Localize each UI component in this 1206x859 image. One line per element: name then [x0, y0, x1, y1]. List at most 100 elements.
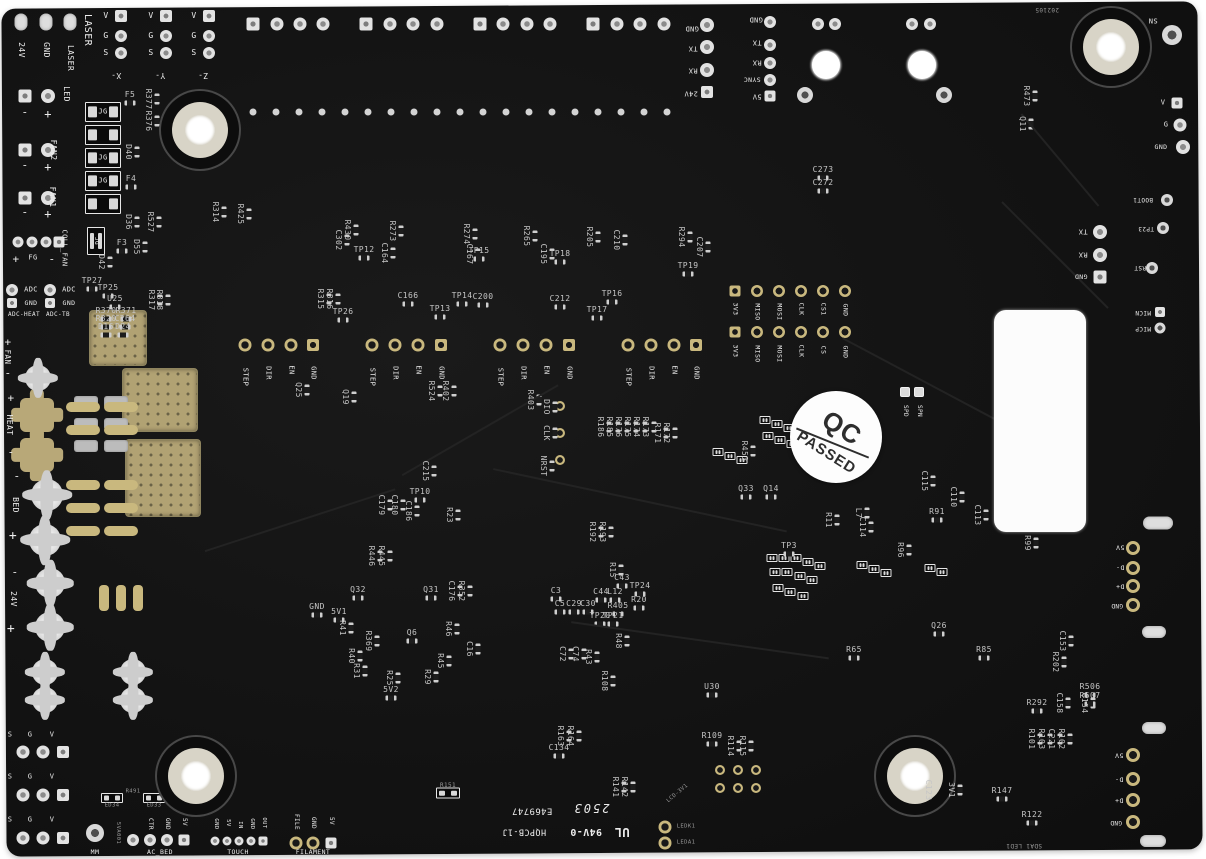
component-refdes: C43: [614, 573, 630, 582]
component-outline: [781, 568, 793, 576]
smd-component: [395, 672, 401, 684]
square-pad: [563, 339, 575, 351]
smd-component: [402, 301, 414, 307]
component-outline: [880, 569, 892, 577]
smd-component: [978, 655, 990, 661]
square-pad: [690, 339, 702, 351]
smd-component: [1031, 708, 1043, 714]
silkscreen-label: GND: [565, 366, 574, 380]
power-terminal-pad: [20, 398, 54, 432]
component-refdes: R41: [338, 620, 347, 636]
through-hole-pad: [1126, 541, 1140, 555]
smd-component: [353, 224, 359, 236]
smd-component: [1033, 537, 1039, 549]
solder-pad: [144, 834, 156, 846]
thermal-pad-array: [89, 310, 147, 366]
smd-component: [451, 385, 457, 397]
component-outline: [802, 558, 814, 566]
silkscreen-label: -: [11, 565, 19, 579]
component-refdes: C273: [812, 165, 834, 174]
silkscreen-label: RX: [752, 58, 762, 67]
solder-pad: [383, 17, 397, 31]
smd-component: [576, 730, 582, 742]
silkscreen-label: GND: [749, 15, 763, 24]
solder-pad: [203, 47, 215, 59]
component-refdes: D55: [132, 239, 141, 255]
component-refdes: Q11: [1018, 116, 1027, 132]
component-refdes: R173: [641, 416, 650, 438]
through-hole-pad: [667, 338, 681, 352]
solder-pad: [700, 18, 714, 32]
square-pad: [359, 17, 373, 31]
square-pad: [729, 326, 741, 338]
silkscreen-label: GND: [1110, 602, 1124, 609]
solder-blob: [32, 687, 58, 713]
solder-pad: [36, 745, 50, 759]
solder-dot: [548, 108, 556, 116]
component-outline: [766, 554, 778, 562]
solder-pad: [764, 57, 776, 69]
test-pad: [1162, 25, 1182, 45]
qc-passed-sticker: QC PASSED: [790, 391, 882, 483]
smd-component: [594, 651, 600, 663]
through-hole-pad: [795, 285, 807, 297]
solder-pad: [764, 16, 776, 28]
smd-component: [304, 384, 310, 396]
silkscreen-label: V: [49, 815, 55, 824]
square-pad: [764, 90, 776, 102]
smd-component: [868, 521, 874, 533]
silkscreen-label: FAN: [2, 349, 12, 365]
through-hole-pad: [261, 338, 275, 352]
smd-component: [607, 621, 619, 627]
smd-component: [817, 175, 829, 181]
smd-component: [834, 514, 840, 526]
component-refdes: R352: [457, 580, 466, 602]
component-refdes: C164: [380, 242, 389, 264]
component-refdes: NRST: [539, 455, 548, 477]
component-refdes: R23: [445, 507, 454, 523]
smd-component: [582, 609, 594, 615]
smd-component: [906, 544, 912, 556]
square-pad: [307, 339, 319, 351]
component-refdes: R294: [677, 226, 686, 248]
silkscreen-label: R151: [439, 782, 457, 789]
through-hole-pad: [644, 338, 658, 352]
square-pad: [246, 17, 260, 31]
smd-component: [1061, 656, 1067, 668]
smd-component: [1084, 701, 1096, 707]
solder-pad: [161, 834, 173, 846]
smd-component: [154, 93, 160, 105]
solder-dot: [387, 108, 395, 116]
component-refdes: R114: [726, 735, 735, 757]
component-refdes: R315: [316, 288, 325, 310]
oval-pad: [1143, 516, 1173, 530]
smd-component: [552, 401, 558, 413]
component-refdes: C179: [377, 494, 386, 516]
component-refdes: Q25: [294, 382, 303, 398]
smd-component: [351, 391, 357, 403]
through-hole-pad: [1126, 561, 1140, 575]
component-refdes: L12: [607, 587, 623, 596]
component-refdes: TP3: [781, 541, 797, 550]
component-outline: [85, 194, 121, 214]
through-hole-pad: [1126, 772, 1140, 786]
component-refdes: C114: [858, 516, 867, 538]
solder-pad: [41, 143, 55, 157]
smd-pad: [915, 388, 923, 396]
component-refdes: R371: [115, 306, 137, 315]
silkscreen-label: MISO: [753, 345, 762, 363]
through-hole-pad: [773, 285, 785, 297]
component-refdes: Q26: [931, 621, 947, 630]
smd-component: [362, 665, 368, 677]
through-hole-pad: [365, 338, 379, 352]
silkscreen-label: DIR: [647, 366, 656, 380]
through-hole-pad: [751, 326, 763, 338]
silkscreen-label: +: [44, 207, 52, 221]
blank-white-sticker: [994, 310, 1086, 532]
silkscreen-label: R491: [125, 788, 141, 795]
smd-component: [456, 301, 468, 307]
silkscreen-label: TX: [752, 38, 762, 47]
silkscreen-label: RST: [1133, 264, 1147, 271]
component-refdes: D36: [124, 214, 133, 230]
